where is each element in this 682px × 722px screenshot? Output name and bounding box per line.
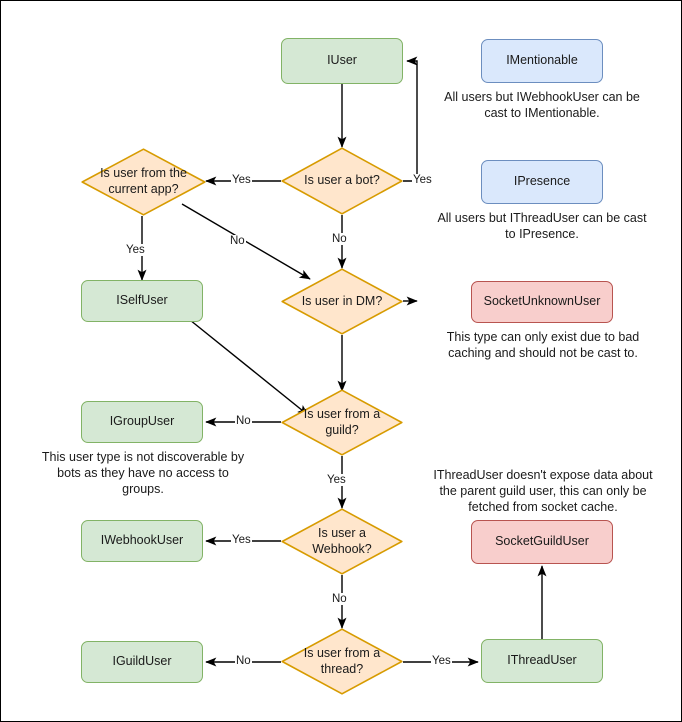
note-ipresence: All users but IThreadUser can be cast to… bbox=[437, 211, 647, 241]
edge-label-webhook-yes: Yes bbox=[231, 534, 252, 546]
node-iwebhookuser-label: IWebhookUser bbox=[100, 533, 184, 548]
node-iselfuser-label: ISelfUser bbox=[116, 293, 168, 308]
node-is-user-from-current-app[interactable]: Is user from the current app? bbox=[81, 148, 206, 216]
node-iguilduser[interactable]: IGuildUser bbox=[81, 641, 203, 683]
node-is-user-a-webhook-label: Is user a Webhook? bbox=[312, 525, 372, 556]
diamond-shape bbox=[81, 148, 206, 216]
edge-label-currentapp-no: No bbox=[229, 235, 246, 247]
edge-label-currentapp-yes: Yes bbox=[231, 174, 252, 186]
node-igroupuser-label: IGroupUser bbox=[109, 414, 175, 429]
node-socketguilduser-label: SocketGuildUser bbox=[495, 534, 589, 549]
node-ithreaduser[interactable]: IThreadUser bbox=[481, 639, 603, 683]
node-ipresence[interactable]: IPresence bbox=[481, 160, 603, 204]
node-is-user-from-a-thread[interactable]: Is user from a thread? bbox=[281, 628, 403, 695]
node-socketguilduser[interactable]: SocketGuildUser bbox=[471, 520, 613, 564]
edge-label-thread-yes: Yes bbox=[431, 655, 452, 667]
diamond-shape bbox=[281, 508, 403, 575]
node-is-user-from-a-thread-label: Is user from a thread? bbox=[303, 645, 381, 676]
node-imentionable[interactable]: IMentionable bbox=[481, 39, 603, 83]
edge-label-currentapp-down-yes: Yes bbox=[125, 244, 146, 256]
node-is-user-from-current-app-label: Is user from the current app? bbox=[100, 166, 187, 196]
edge-label-bot-yes: Yes bbox=[412, 174, 433, 186]
node-ithreaduser-label: IThreadUser bbox=[507, 653, 577, 668]
diamond-shape bbox=[281, 268, 403, 335]
node-socketunknownuser[interactable]: SocketUnknownUser bbox=[471, 281, 613, 323]
edge-isbot-yes-to-iuser bbox=[403, 56, 418, 182]
diamond-shape bbox=[281, 147, 403, 215]
node-is-user-in-dm-label: Is user in DM? bbox=[301, 293, 383, 308]
note-socketguilduser: IThreadUser doesn't expose data about th… bbox=[433, 468, 653, 514]
node-iguilduser-label: IGuildUser bbox=[112, 654, 172, 669]
node-is-user-a-webhook[interactable]: Is user a Webhook? bbox=[281, 508, 403, 575]
node-iwebhookuser[interactable]: IWebhookUser bbox=[81, 520, 203, 562]
edge-label-guild-yes: Yes bbox=[326, 474, 347, 486]
diamond-shape bbox=[281, 628, 403, 695]
node-igroupuser[interactable]: IGroupUser bbox=[81, 401, 203, 443]
node-iuser[interactable]: IUser bbox=[281, 38, 403, 84]
note-socketunknownuser: This type can only exist due to bad cach… bbox=[446, 330, 640, 360]
node-is-user-a-bot[interactable]: Is user a bot? bbox=[281, 147, 403, 215]
node-is-user-from-a-guild-label: Is user from a guild? bbox=[303, 406, 381, 437]
note-igroupuser: This user type is not discoverable by bo… bbox=[41, 450, 245, 496]
node-iuser-label: IUser bbox=[327, 53, 357, 68]
note-imentionable: All users but IWebhookUser can be cast t… bbox=[444, 90, 640, 120]
edge-label-bot-no: No bbox=[331, 233, 348, 245]
edge-label-webhook-no: No bbox=[331, 593, 348, 605]
edge-label-guild-no: No bbox=[235, 415, 252, 427]
node-ipresence-label: IPresence bbox=[513, 174, 571, 189]
node-imentionable-label: IMentionable bbox=[506, 53, 578, 68]
edge-label-thread-no: No bbox=[235, 655, 252, 667]
node-is-user-from-a-guild[interactable]: Is user from a guild? bbox=[281, 389, 403, 456]
node-is-user-a-bot-label: Is user a bot? bbox=[304, 173, 380, 188]
node-iselfuser[interactable]: ISelfUser bbox=[81, 280, 203, 322]
node-is-user-in-dm[interactable]: Is user in DM? bbox=[281, 268, 403, 335]
node-socketunknownuser-label: SocketUnknownUser bbox=[483, 294, 601, 309]
